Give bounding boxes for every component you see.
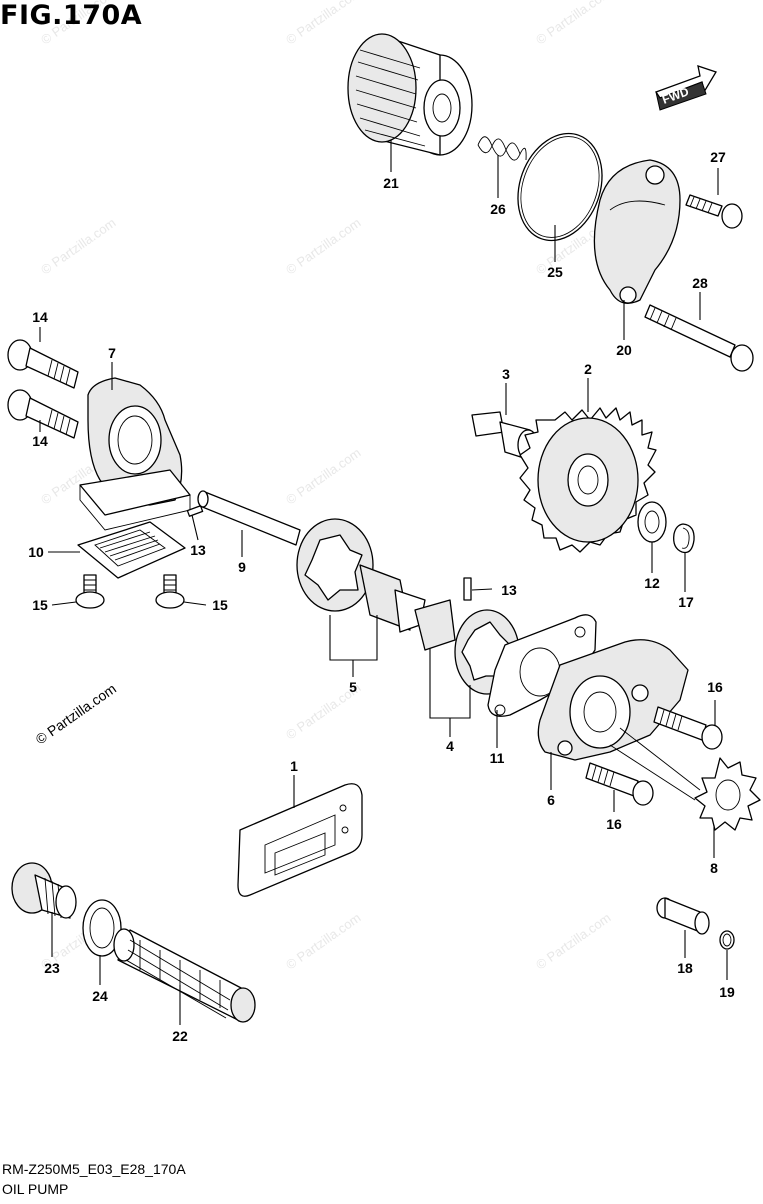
part-label: 26 [490,201,506,217]
rotor-set-5 [296,518,426,633]
washer-24 [82,899,122,957]
part-label: 18 [677,960,693,976]
part-label: 19 [719,984,735,1000]
figure-code: RM-Z250M5_E03_E28_170A [2,1161,186,1177]
watermark: © Partzilla.com [533,0,613,47]
plate-10 [77,521,186,579]
circlip-17 [673,523,695,554]
watermark: © Partzilla.com [283,215,363,278]
shaft-9 [197,490,301,546]
part-label: 6 [547,792,555,808]
part-label: 28 [692,275,708,291]
part-label: 27 [710,149,726,165]
part-label: 16 [707,679,723,695]
oil-filter-21 [347,33,473,156]
pump-body-6 [537,639,689,761]
part-label: 9 [238,559,246,575]
figure-title: FIG.170A [0,0,143,31]
part-label: 1 [290,758,298,774]
bolt-16-lower [585,762,654,806]
part-label: 2 [584,361,592,377]
watermark: © Partzilla.com [38,215,118,278]
part-label: 13 [190,542,206,558]
gear-8 [609,727,761,831]
part-label: 23 [44,960,60,976]
housing-7 [79,377,191,531]
filter-cap-20 [593,159,681,304]
figure-name: OIL PUMP [2,1181,69,1197]
part-label: 15 [32,597,48,613]
part-label: 7 [108,345,116,361]
part-label: 10 [28,544,44,560]
pin-13-right [463,577,472,601]
part-label: 8 [710,860,718,876]
spring-26 [477,136,527,161]
part-label: 17 [678,594,694,610]
leader-lines [39,140,728,1025]
fwd-arrow-icon: FWD [655,65,717,111]
part-label: 3 [502,366,510,382]
gasket-11 [487,614,597,717]
watermark: © Partzilla.com [533,910,613,973]
bolt-28 [644,304,754,372]
part-label: 14 [32,309,48,325]
part-label: 22 [172,1028,188,1044]
o-ring-25 [517,132,603,242]
part-label: 11 [490,750,505,766]
bolt-15-left [75,574,105,609]
strainer-22 [113,928,256,1023]
bolt-27 [685,194,743,229]
part-label: 20 [616,342,632,358]
part-label: 16 [606,816,622,832]
part-label: 15 [212,597,228,613]
part-label: 4 [446,738,454,754]
bolt-14-lower [7,389,79,439]
bolt-14-upper [7,339,79,389]
part-label: 24 [92,988,108,1004]
washer-12 [637,501,667,543]
bolt-16-upper [653,706,723,750]
watermark: © Partzilla.com [283,445,363,508]
gear-2 [519,407,657,553]
watermark-dark: © Partzilla.com [33,680,119,747]
watermark: © Partzilla.com [283,0,363,47]
part-label: 25 [547,264,563,280]
part-label: 12 [644,575,660,591]
part-labels: 1 2 3 4 5 6 7 8 9 10 11 12 13 13 14 14 1… [28,149,735,1044]
gasket-1 [237,783,363,897]
bolt-15-right [155,574,185,609]
part-label: 13 [501,582,517,598]
o-ring-19 [719,930,735,950]
fitting-18 [656,897,710,935]
part-label: 14 [32,433,48,449]
part-label: 21 [383,175,399,191]
pin-13-left [186,505,204,517]
watermark: © Partzilla.com [283,910,363,973]
plug-23 [11,862,77,919]
part-label: 5 [349,679,357,695]
